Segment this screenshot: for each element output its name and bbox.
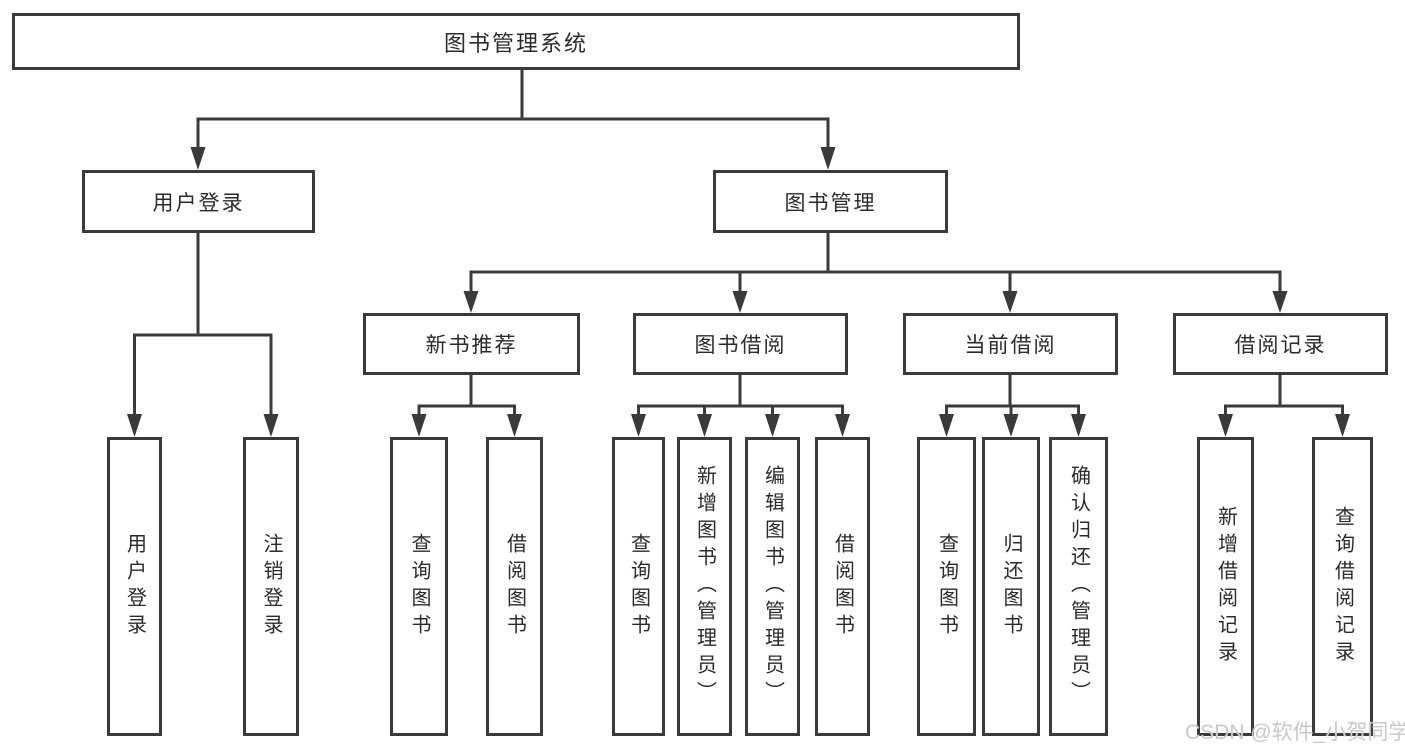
leaf-borrowing-edit-book-admin: 编辑图书（管理员） (745, 437, 800, 736)
node-user-login-branch: 用户登录 (82, 170, 315, 233)
watermark: CSDN @软件_小贺同学 (1185, 721, 1405, 744)
leaf-current-return-book: 归还图书 (982, 437, 1040, 736)
node-book-management-branch: 图书管理 (713, 170, 948, 233)
leaf-current-confirm-return-admin: 确认归还（管理员） (1049, 437, 1108, 736)
node-current-borrowing-label: 当前借阅 (964, 334, 1057, 357)
leaf-logout-label: 注销登录 (260, 532, 282, 641)
node-library-management-system-label: 图书管理系统 (443, 30, 588, 56)
arrowheads (127, 147, 1350, 437)
leaf-borrowing-borrow-book-label: 借阅图书 (831, 532, 854, 641)
leaf-current-query-book-label: 查询图书 (935, 532, 958, 641)
leaf-newbook-borrow-book: 借阅图书 (486, 437, 543, 736)
node-new-book-recommend: 新书推荐 (363, 313, 580, 375)
node-borrowing-records-label: 借阅记录 (1234, 334, 1327, 357)
leaf-borrowing-query-book-label: 查询图书 (627, 532, 650, 641)
leaf-current-query-book: 查询图书 (917, 437, 976, 736)
leaf-newbook-borrow-book-label: 借阅图书 (503, 532, 526, 641)
node-book-management-branch-label: 图书管理 (784, 191, 877, 215)
leaf-borrowing-borrow-book: 借阅图书 (815, 437, 870, 736)
node-current-borrowing: 当前借阅 (903, 313, 1118, 375)
node-borrowing-records: 借阅记录 (1173, 313, 1388, 375)
leaf-user-login: 用户登录 (107, 437, 162, 736)
leaf-records-query-record: 查询借阅记录 (1312, 437, 1373, 736)
leaf-current-return-book-label: 归还图书 (1000, 532, 1022, 641)
leaf-newbook-query-book: 查询图书 (390, 437, 448, 736)
leaf-borrowing-add-book-admin: 新增图书（管理员） (677, 437, 732, 736)
leaf-current-confirm-return-admin-label: 确认归还（管理员） (1067, 465, 1090, 708)
leaf-newbook-query-book-label: 查询图书 (408, 532, 430, 641)
leaf-records-add-record: 新增借阅记录 (1197, 437, 1254, 736)
leaf-user-login-label: 用户登录 (123, 532, 146, 641)
node-book-borrowing-label: 图书借阅 (694, 334, 787, 357)
leaf-records-query-record-label: 查询借阅记录 (1331, 505, 1354, 668)
node-library-management-system: 图书管理系统 (12, 13, 1020, 70)
leaf-borrowing-query-book: 查询图书 (612, 437, 665, 736)
leaf-borrowing-edit-book-admin-label: 编辑图书（管理员） (761, 465, 784, 708)
leaf-records-add-record-label: 新增借阅记录 (1214, 505, 1237, 668)
node-new-book-recommend-label: 新书推荐 (425, 334, 518, 357)
node-user-login-branch-label: 用户登录 (152, 191, 245, 215)
leaf-borrowing-add-book-admin-label: 新增图书（管理员） (693, 465, 716, 708)
node-book-borrowing: 图书借阅 (633, 313, 848, 375)
leaf-logout: 注销登录 (243, 437, 299, 736)
